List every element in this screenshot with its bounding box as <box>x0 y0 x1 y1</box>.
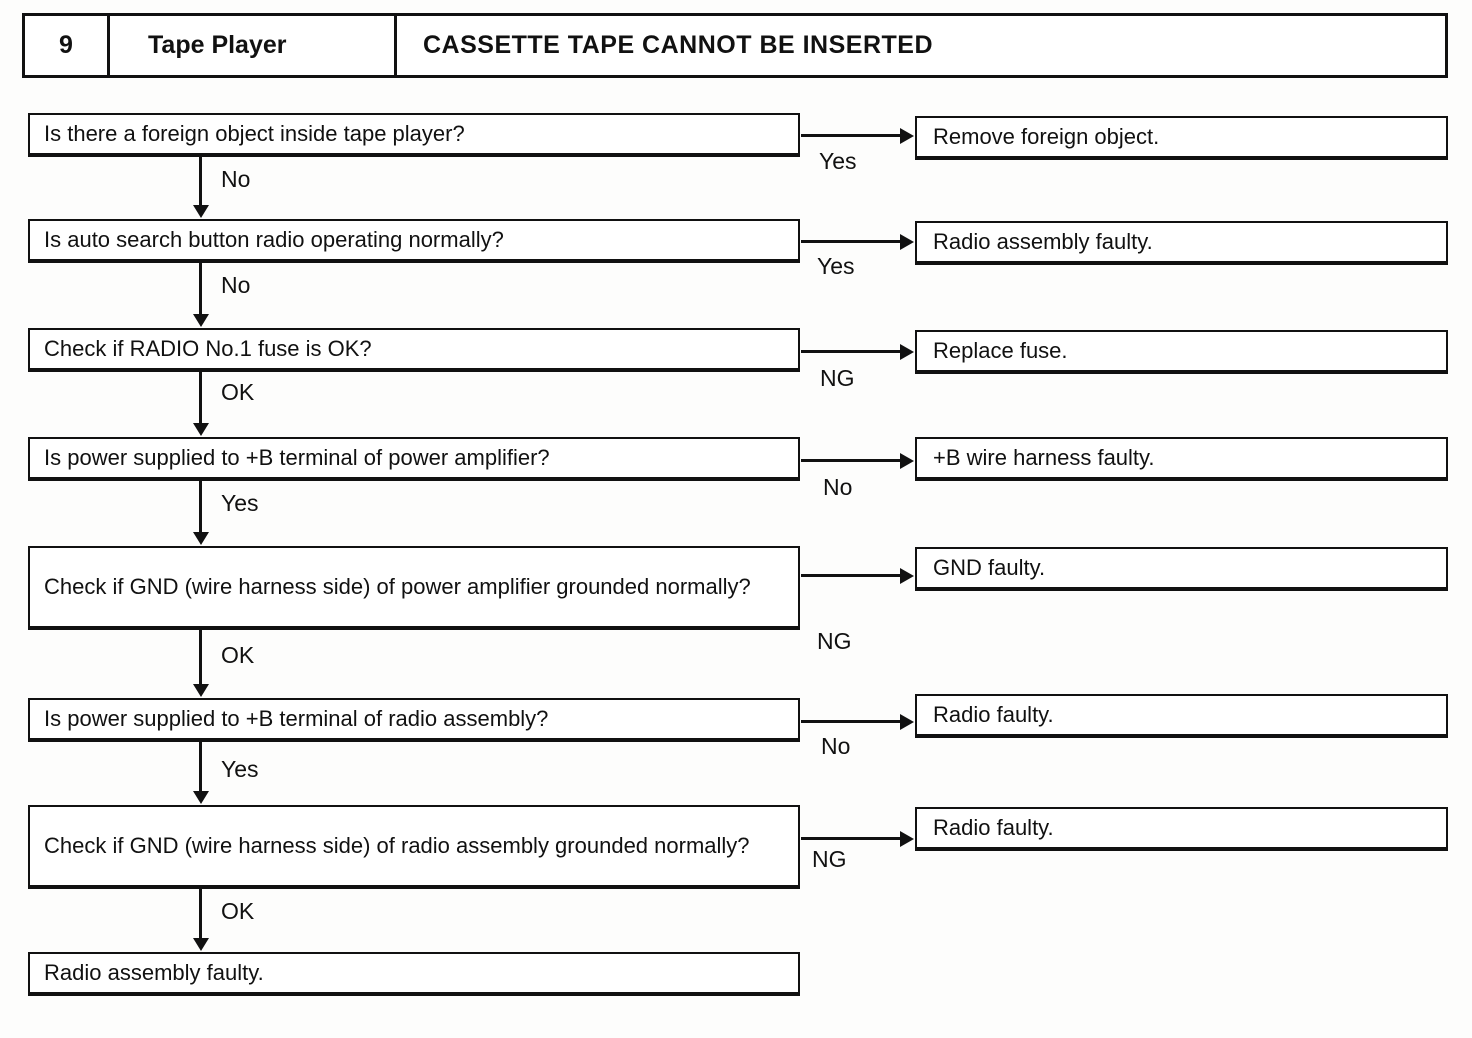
result-box-7: Radio faulty. <box>915 807 1448 851</box>
down-label-3: OK <box>221 379 255 405</box>
down-connector-6 <box>199 742 202 793</box>
branch-connector-2 <box>801 240 902 243</box>
branch-connector-7 <box>801 837 902 840</box>
symptom-title: CASSETTE TAPE CANNOT BE INSERTED <box>423 31 934 59</box>
result-box-3: Replace fuse. <box>915 330 1448 374</box>
arrow-down-icon <box>193 423 209 436</box>
arrow-right-icon <box>900 234 914 250</box>
down-connector-3 <box>199 372 202 425</box>
question-box-1: Is there a foreign object inside tape pl… <box>28 113 800 157</box>
branch-connector-1 <box>801 134 902 137</box>
branch-connector-5 <box>801 574 902 577</box>
down-connector-7 <box>199 889 202 940</box>
arrow-down-icon <box>193 791 209 804</box>
arrow-down-icon <box>193 938 209 951</box>
down-connector-5 <box>199 630 202 686</box>
question-box-2: Is auto search button radio operating no… <box>28 219 800 263</box>
branch-connector-4 <box>801 459 902 462</box>
arrow-right-icon <box>900 568 914 584</box>
question-box-6: Is power supplied to +B terminal of radi… <box>28 698 800 742</box>
branch-label-2: Yes <box>817 253 855 279</box>
arrow-right-icon <box>900 831 914 847</box>
down-label-7: OK <box>221 898 255 924</box>
down-label-4: Yes <box>221 490 259 516</box>
arrow-right-icon <box>900 128 914 144</box>
arrow-down-icon <box>193 205 209 218</box>
arrow-down-icon <box>193 314 209 327</box>
branch-label-7: NG <box>812 846 847 872</box>
branch-connector-6 <box>801 720 902 723</box>
question-box-4: Is power supplied to +B terminal of powe… <box>28 437 800 481</box>
arrow-down-icon <box>193 684 209 697</box>
system-name: Tape Player <box>110 16 397 75</box>
arrow-down-icon <box>193 532 209 545</box>
arrow-right-icon <box>900 344 914 360</box>
result-box-4: +B wire harness faulty. <box>915 437 1448 481</box>
branch-label-5: NG <box>817 628 852 654</box>
branch-label-6: No <box>821 733 851 759</box>
branch-label-4: No <box>823 474 853 500</box>
down-connector-4 <box>199 481 202 534</box>
branch-label-3: NG <box>820 365 855 391</box>
down-label-6: Yes <box>221 756 259 782</box>
branch-connector-3 <box>801 350 902 353</box>
branch-label-1: Yes <box>819 148 857 174</box>
question-box-5: Check if GND (wire harness side) of powe… <box>28 546 800 630</box>
question-box-3: Check if RADIO No.1 fuse is OK? <box>28 328 800 372</box>
down-label-2: No <box>221 272 251 298</box>
arrow-right-icon <box>900 714 914 730</box>
result-box-5: GND faulty. <box>915 547 1448 591</box>
down-connector-1 <box>199 157 202 207</box>
result-box-2: Radio assembly faulty. <box>915 221 1448 265</box>
result-box-6: Radio faulty. <box>915 694 1448 738</box>
result-box-1: Remove foreign object. <box>915 116 1448 160</box>
question-box-7: Check if GND (wire harness side) of radi… <box>28 805 800 889</box>
arrow-right-icon <box>900 453 914 469</box>
section-header: 9 Tape Player CASSETTE TAPE CANNOT BE IN… <box>22 13 1448 78</box>
final-result-box: Radio assembly faulty. <box>28 952 800 996</box>
section-number: 9 <box>25 16 110 75</box>
down-label-1: No <box>221 166 251 192</box>
down-label-5: OK <box>221 642 255 668</box>
down-connector-2 <box>199 263 202 316</box>
